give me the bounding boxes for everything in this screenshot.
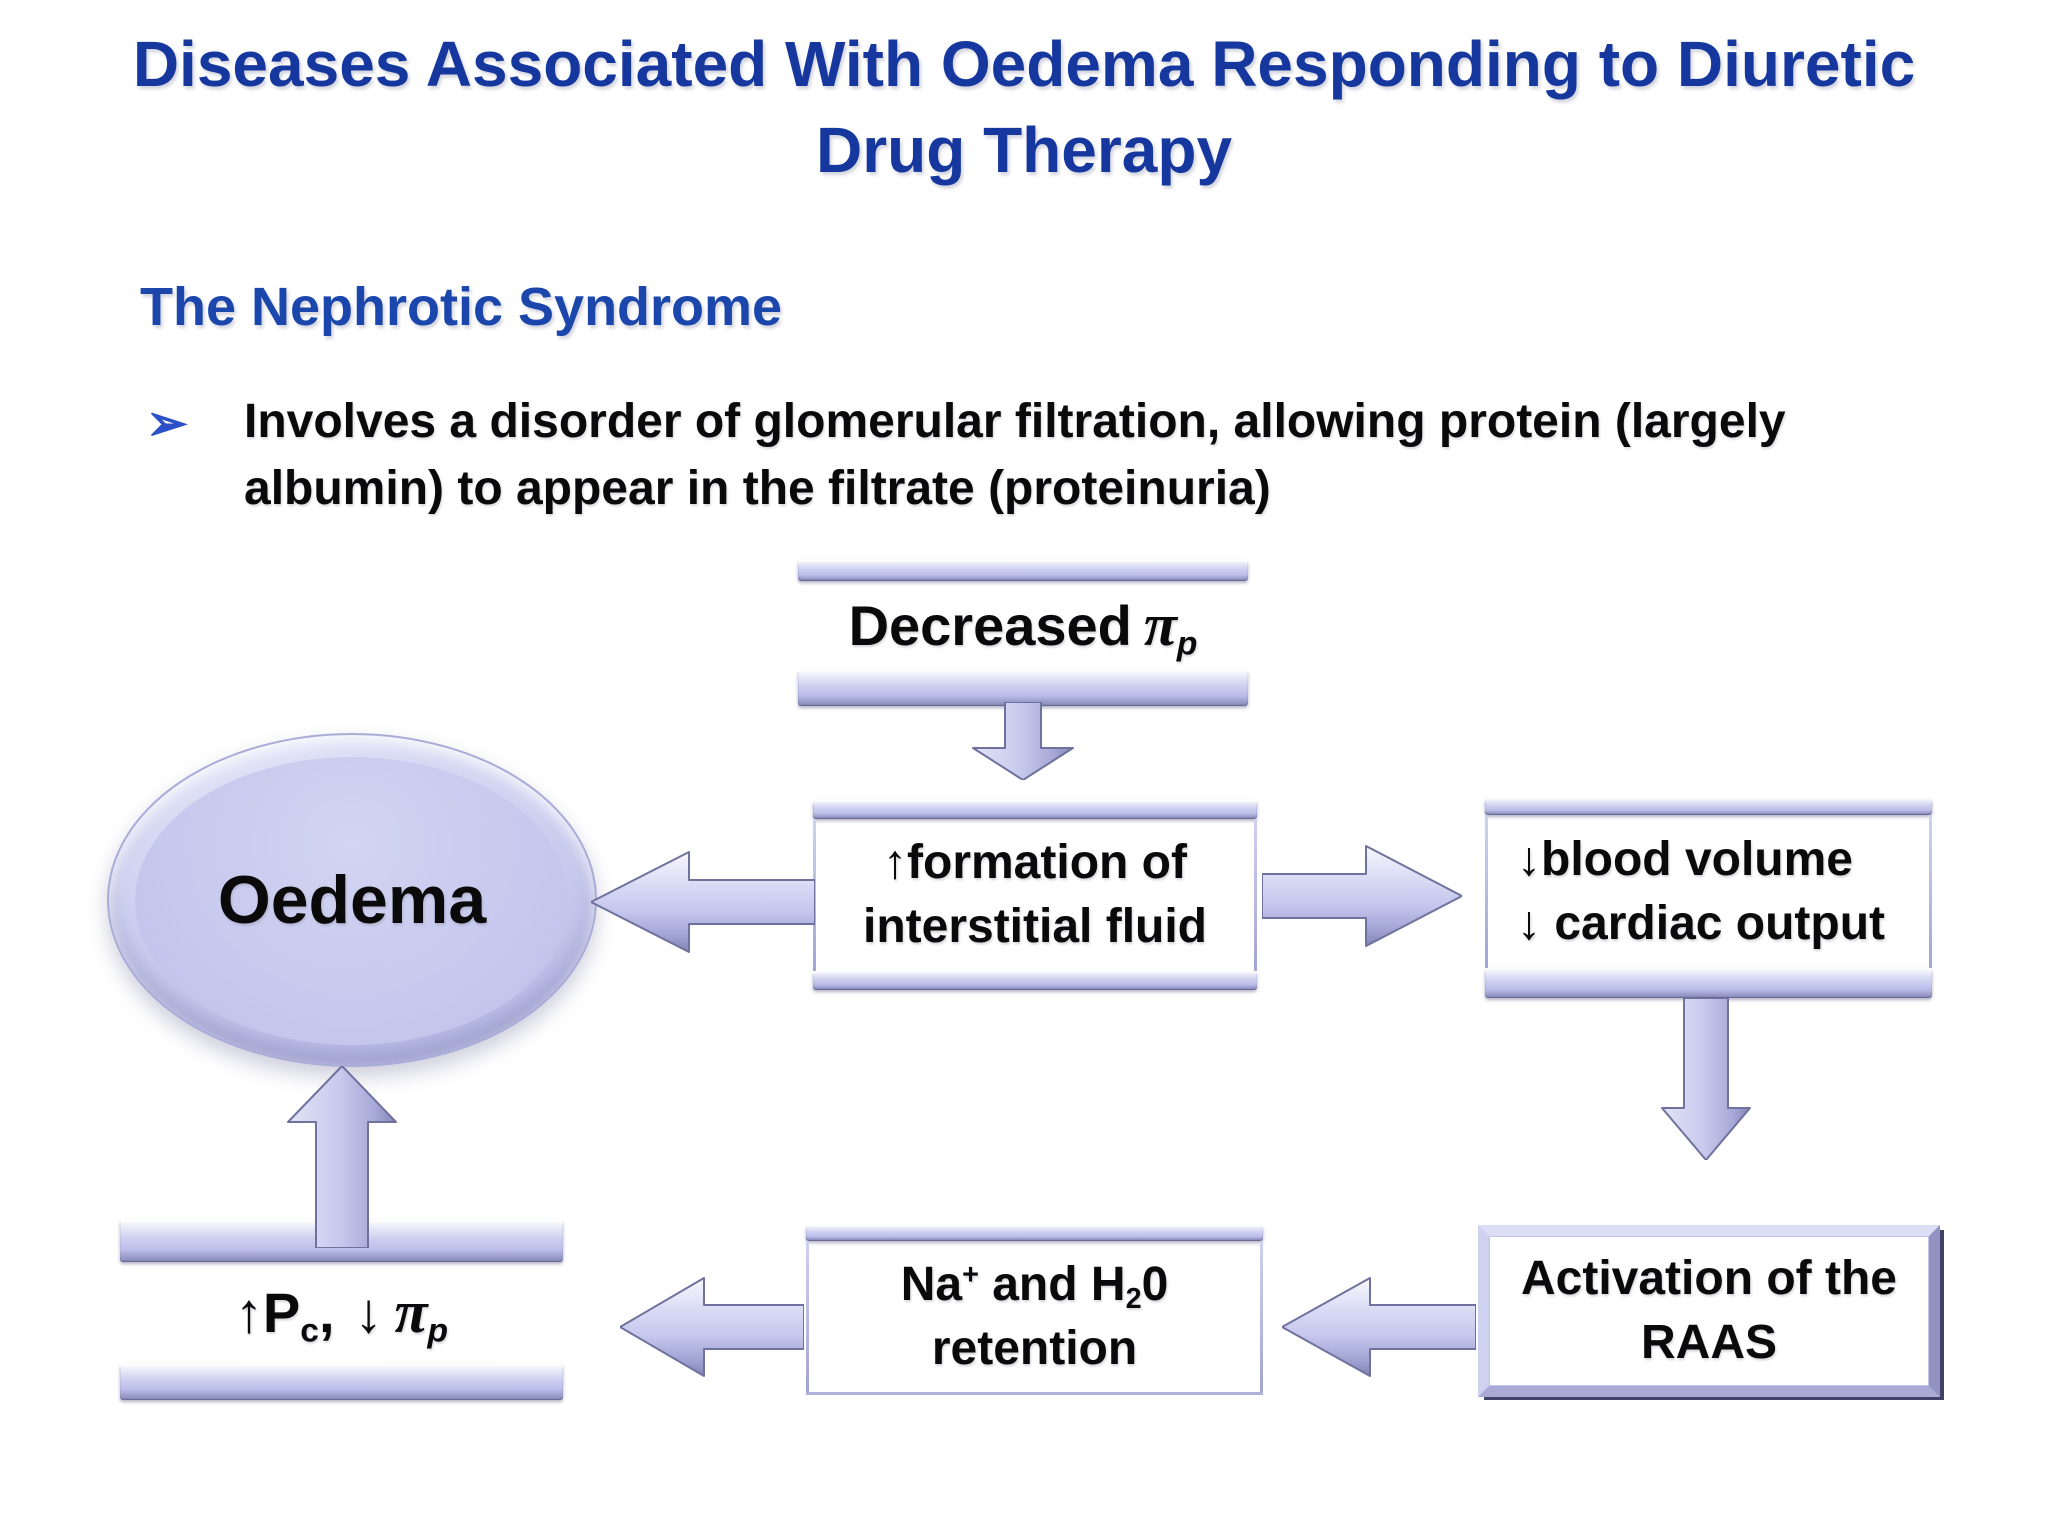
raas-label: Activation of the RAAS	[1489, 1236, 1929, 1386]
flow-arrow-left-icon	[620, 1272, 804, 1382]
box-bottom-border	[806, 1392, 1263, 1395]
slide-title-line2: Drug Therapy	[815, 113, 1233, 186]
box-bottom-bar	[120, 1364, 563, 1400]
section-heading: The Nephrotic Syndrome	[140, 277, 783, 337]
slide-title-line1: Diseases Associated With Oedema Respondi…	[132, 28, 1916, 100]
flow-arrow-left-icon	[1282, 1272, 1476, 1382]
bullet-text: Involves a disorder of glomerular filtra…	[244, 395, 1786, 516]
flow-arrow-right-icon	[1262, 840, 1462, 952]
na-plus-superscript: +	[962, 1258, 979, 1291]
oedema-ellipse-inner	[135, 757, 569, 1045]
slide-title: Diseases Associated With Oedema Respondi…	[0, 22, 2048, 194]
box-top-bar	[1485, 798, 1932, 815]
box-top-bar	[806, 1225, 1263, 1241]
na-text: Na	[900, 1257, 963, 1311]
oedema-ellipse: Oedema	[107, 733, 597, 1067]
box-side-border	[1254, 819, 1257, 971]
box-bottom-bar	[813, 971, 1257, 990]
box-bottom-bar	[1485, 968, 1932, 998]
formation-box: ↑formation of interstitial fluid	[813, 800, 1257, 990]
formation-line1: ↑formation of	[883, 836, 1187, 889]
box-side-border	[1485, 815, 1488, 968]
decreased-text: Decreased	[848, 593, 1132, 657]
h2o-subscript: 2	[1125, 1282, 1142, 1315]
box-bottom-bar	[798, 670, 1248, 706]
flow-arrow-down-icon	[1658, 998, 1754, 1160]
pc-c-subscript: c	[300, 1312, 319, 1350]
na-line2: retention	[931, 1321, 1138, 1375]
pi-subscript: p	[427, 1312, 449, 1350]
flow-arrow-down-icon	[965, 702, 1081, 780]
blood-volume-label: ↓blood volume ↓ cardiac output	[1485, 815, 1932, 968]
raas-box: Activation of the RAAS	[1478, 1225, 1940, 1397]
blood-line1: ↓blood volume	[1517, 832, 1853, 886]
na-retention-box: Na+ and H20 retention	[806, 1225, 1263, 1395]
blood-volume-box: ↓blood volume ↓ cardiac output	[1485, 798, 1932, 998]
pi-subscript: p	[1176, 624, 1198, 662]
bullet-arrow-icon: ➢	[146, 395, 188, 451]
na-retention-label: Na+ and H20 retention	[806, 1241, 1263, 1392]
raas-line1: Activation of the	[1520, 1252, 1897, 1305]
down-arrow-glyph: ↓	[354, 1281, 383, 1344]
oedema-label: Oedema	[217, 862, 487, 938]
pi-symbol: π	[1143, 591, 1177, 659]
pi-symbol: π	[394, 1279, 428, 1346]
blood-line2: ↓ cardiac output	[1517, 896, 1886, 950]
pc-pi-box: ↑Pc, ↓πp	[120, 1220, 563, 1400]
flow-arrow-left-icon	[591, 846, 815, 960]
box-top-bar	[798, 560, 1248, 581]
flow-arrow-up-icon	[280, 1066, 404, 1248]
pc-comma: ,	[318, 1281, 335, 1344]
formation-label: ↑formation of interstitial fluid	[813, 819, 1257, 971]
na-and-text: and H	[978, 1257, 1126, 1311]
pc-up-p-text: ↑P	[234, 1281, 301, 1344]
pc-pi-label: ↑Pc, ↓πp	[120, 1262, 563, 1364]
raas-line2: RAAS	[1640, 1316, 1777, 1369]
formation-line2: interstitial fluid	[862, 900, 1207, 953]
h2o-zero-text: 0	[1141, 1257, 1169, 1311]
box-top-bar	[813, 800, 1257, 819]
box-side-border	[806, 1241, 809, 1392]
box-side-border	[1929, 815, 1932, 968]
box-side-border	[1260, 1241, 1263, 1392]
